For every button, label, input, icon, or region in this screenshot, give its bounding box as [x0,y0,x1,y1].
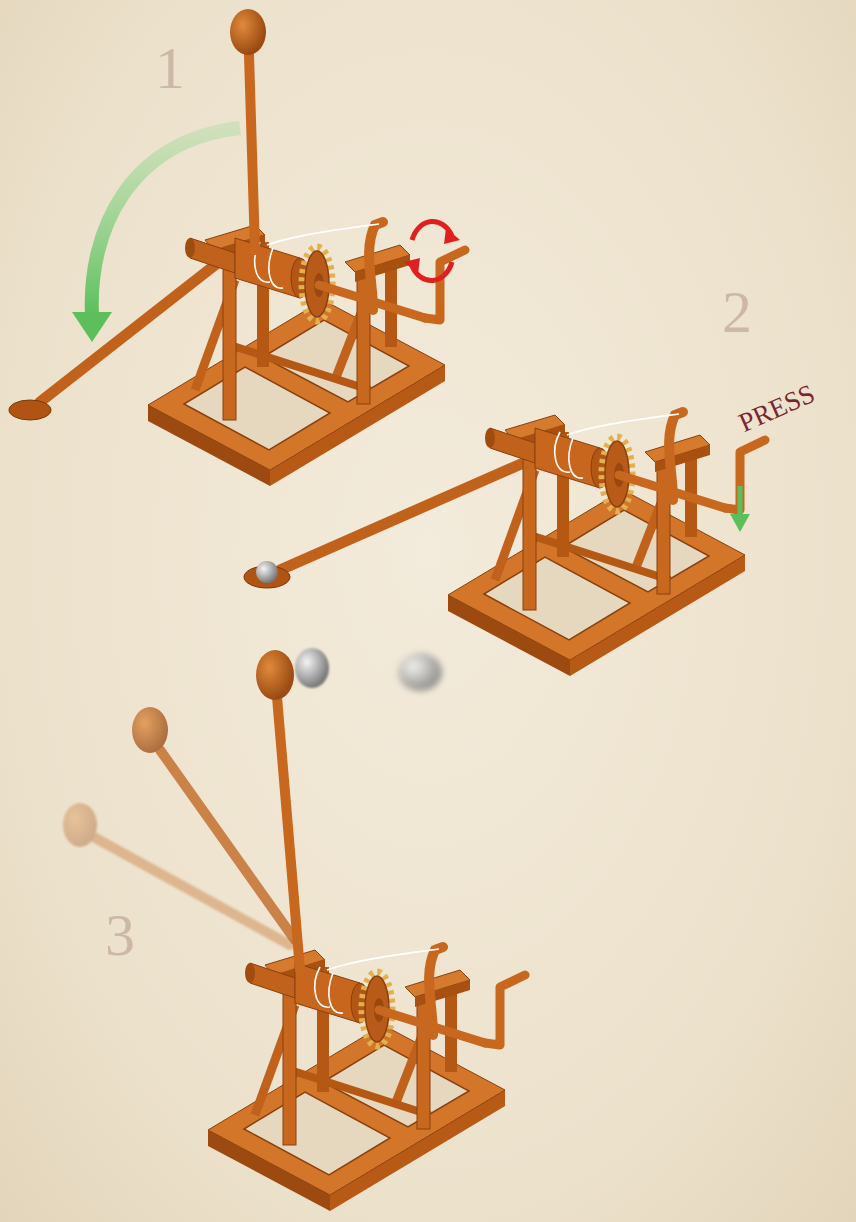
motion-arrow [92,128,240,315]
step-number: 2 [722,282,752,342]
arrow-head [72,312,112,342]
catapult-firing [63,650,525,1211]
catapult-loading [9,9,465,486]
flying-stones [295,648,442,691]
step-number: 3 [105,905,135,965]
action-label: PRESS [735,380,819,437]
catapult-armed [244,412,765,676]
press-arrow [730,486,750,532]
step-number: 1 [155,38,185,98]
rotation-arrows [404,221,460,280]
